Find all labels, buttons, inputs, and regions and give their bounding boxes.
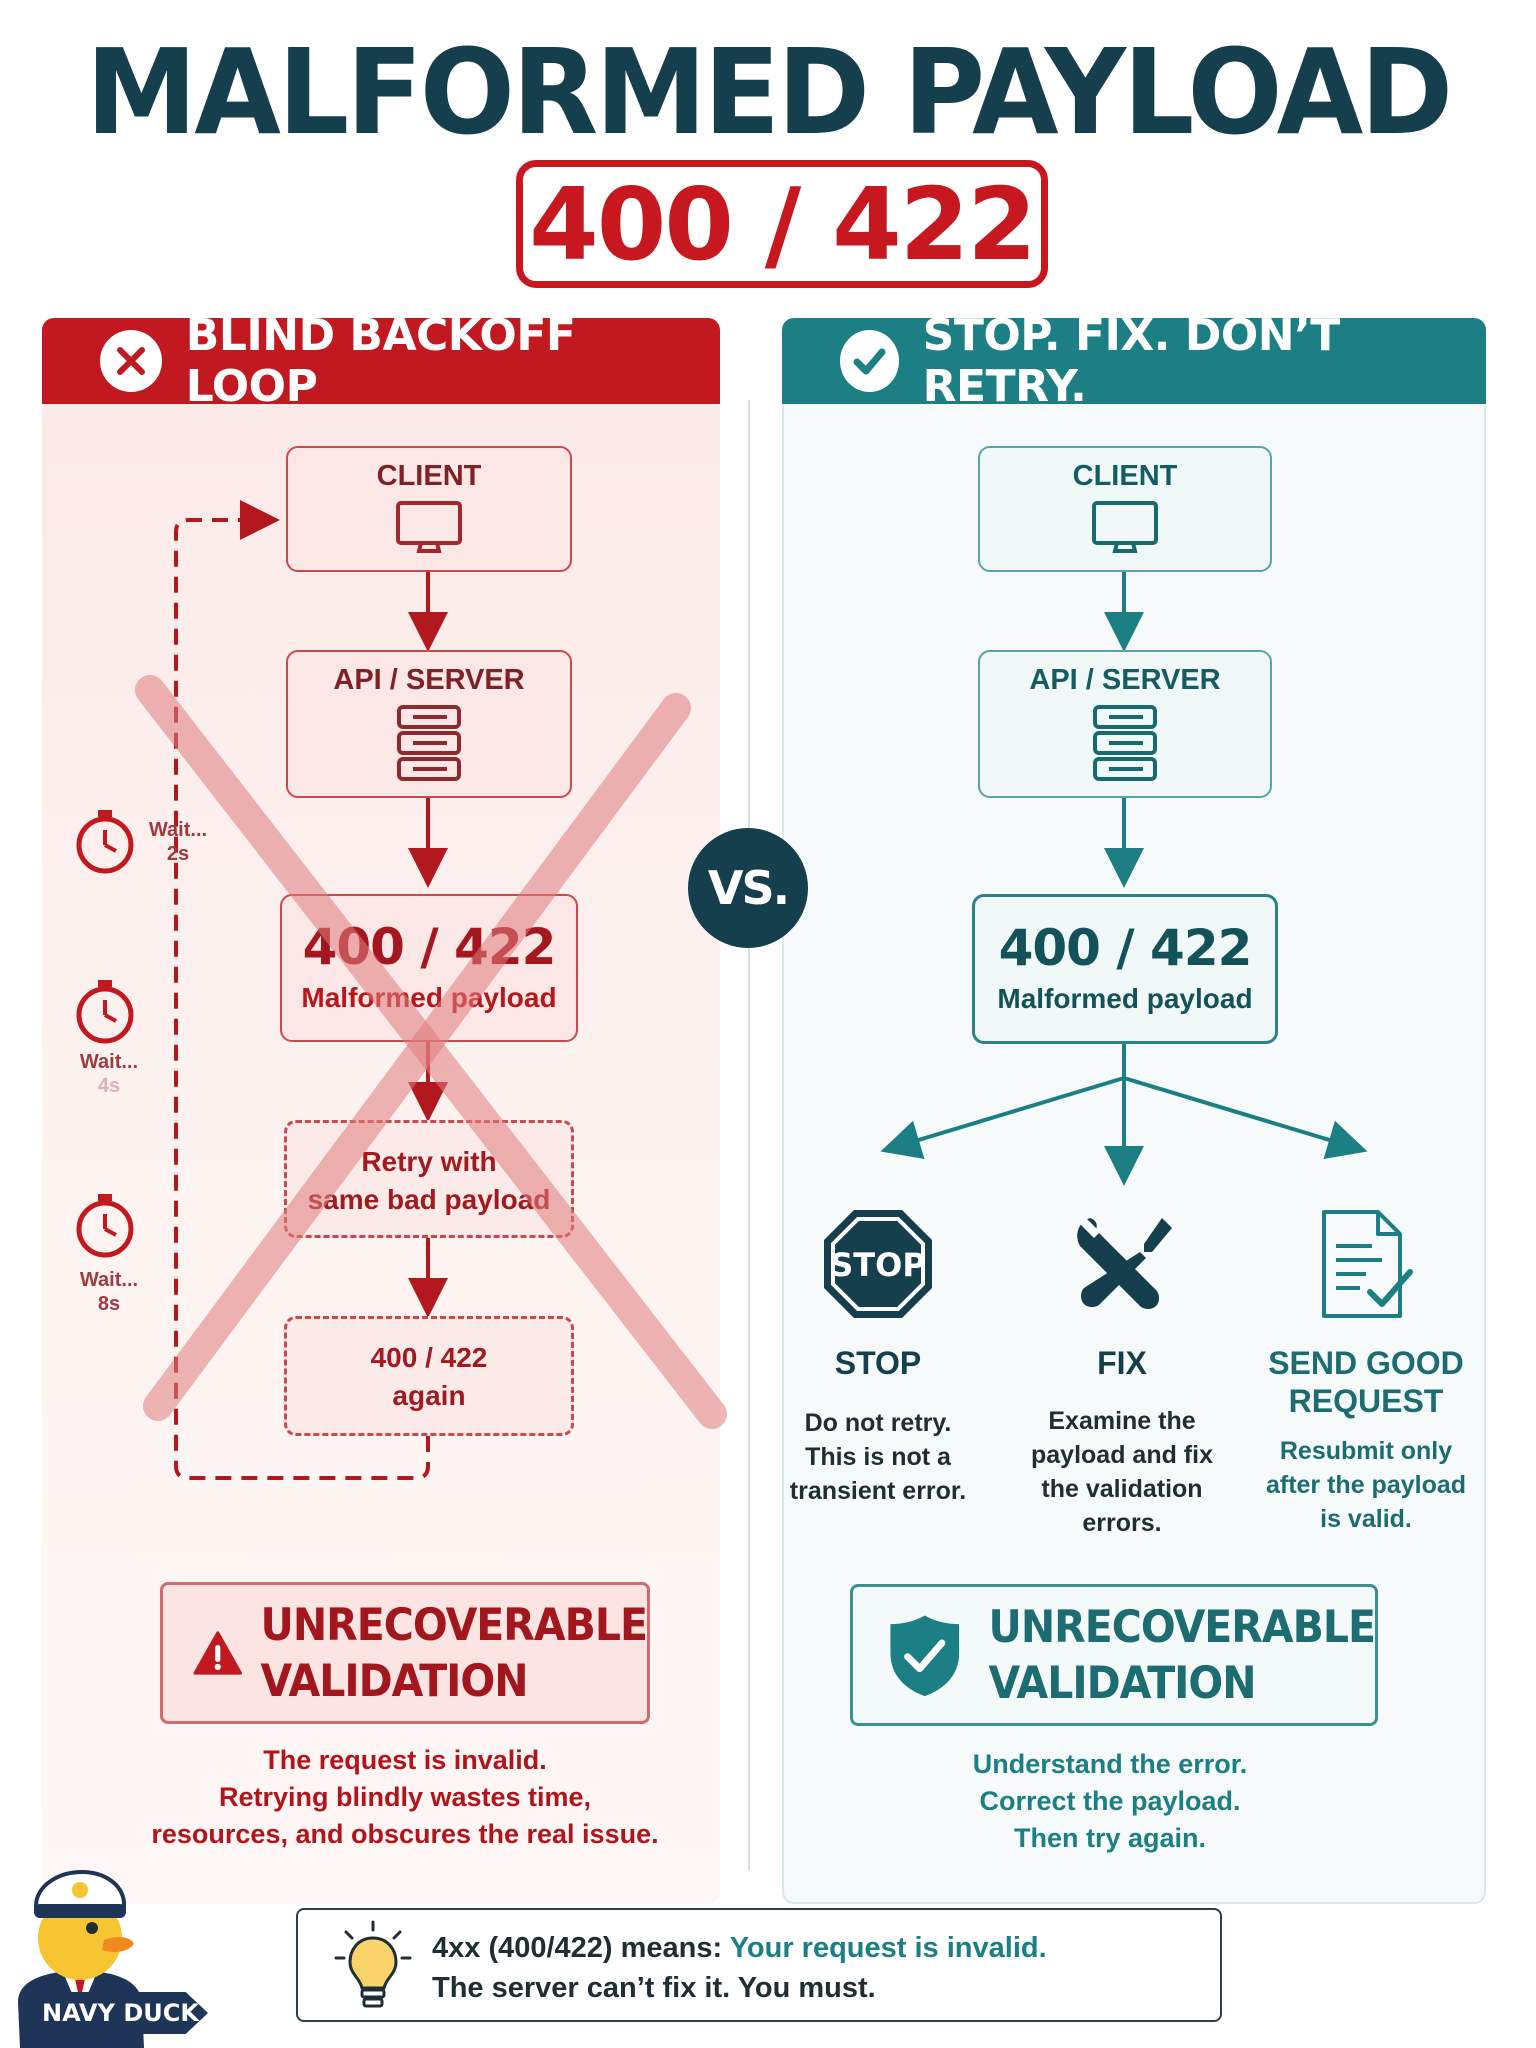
stopwatch-icon	[70, 806, 140, 876]
stop-sign-icon: STOP	[824, 1210, 932, 1318]
stopwatch-icon	[70, 1190, 140, 1260]
warning-line-2: VALIDATION	[260, 1655, 529, 1707]
right-server-node: API / SERVER	[978, 650, 1272, 798]
retry-line-1: Retry with	[361, 1146, 497, 1177]
option-send-title: SEND GOOD REQUEST	[1268, 1345, 1464, 1419]
timer-3-label: Wait...8s	[79, 1269, 139, 1315]
vs-badge: VS.	[688, 828, 808, 948]
tip-text: 4xx (400/422) means: Your request is inv…	[432, 1932, 1047, 2004]
right-error-node: 400 / 422 Malformed payload	[972, 894, 1278, 1044]
retry-line-2: same bad payload	[307, 1184, 551, 1215]
stopwatch-icon	[70, 976, 140, 1046]
monitor-icon	[396, 501, 462, 553]
server-icon	[397, 705, 461, 781]
document-check-icon	[1322, 1210, 1413, 1318]
right-bottom-desc: Understand the error. Correct the payloa…	[972, 1749, 1248, 1853]
monitor-icon	[1092, 501, 1158, 553]
again-code: 400 / 422	[370, 1342, 488, 1373]
left-client-node: CLIENT	[286, 446, 572, 572]
left-error-code: 400 / 422	[302, 918, 557, 976]
left-error-node: 400 / 422 Malformed payload	[280, 894, 578, 1042]
panel-divider	[748, 400, 750, 1870]
shield-check-icon	[890, 1615, 960, 1697]
right-flow-connectors	[880, 572, 1368, 1186]
wrench-screwdriver-icon	[1077, 1218, 1172, 1309]
validation-success-box: UNRECOVERABLE VALIDATION	[850, 1584, 1378, 1726]
timer-2-label: Wait...4s	[79, 1051, 139, 1097]
check-circle-icon	[840, 330, 899, 392]
tip-bar: 4xx (400/422) means: Your request is inv…	[296, 1908, 1222, 2022]
right-error-code: 400 / 422	[998, 919, 1253, 977]
right-client-node: CLIENT	[978, 446, 1272, 572]
right-client-label: CLIENT	[1072, 460, 1178, 492]
option-send-desc: Resubmit only after the payload is valid…	[1265, 1437, 1467, 1533]
lightbulb-icon	[334, 1920, 412, 2008]
left-panel-title: BLIND BACKOFF LOOP	[185, 310, 576, 412]
again-node: 400 / 422 again	[284, 1316, 574, 1436]
right-server-label: API / SERVER	[1029, 664, 1221, 696]
server-icon	[1093, 705, 1157, 781]
success-line-2: VALIDATION	[988, 1657, 1257, 1709]
option-stop-desc: Do not retry. This is not a transient er…	[789, 1409, 967, 1505]
status-code-badge: 400 / 422	[516, 160, 1048, 288]
retry-node: Retry with same bad payload	[284, 1120, 574, 1238]
left-error-sub: Malformed payload	[301, 982, 557, 1013]
unrecoverable-warning-box: UNRECOVERABLE VALIDATION	[160, 1582, 650, 1724]
left-bottom-desc: The request is invalid. Retrying blindly…	[151, 1745, 659, 1849]
left-panel-header: BLIND BACKOFF LOOP	[42, 310, 720, 412]
navy-duck-mascot: NAVY DUCK	[0, 1842, 214, 2048]
status-code-text: 400 / 422	[529, 165, 1037, 283]
option-fix-title: FIX	[1097, 1345, 1147, 1381]
mascot-label: NAVY DUCK	[22, 1992, 208, 2034]
right-error-sub: Malformed payload	[997, 983, 1253, 1014]
page-title: MALFORMED PAYLOAD	[85, 24, 1453, 162]
right-panel-header: STOP. FIX. DON’T RETRY.	[782, 310, 1486, 412]
success-line-1: UNRECOVERABLE	[988, 1601, 1376, 1653]
svg-text:STOP: STOP	[830, 1246, 926, 1284]
option-fix-desc: Examine the payload and fix the validati…	[1031, 1407, 1213, 1537]
left-client-label: CLIENT	[376, 460, 482, 492]
left-server-label: API / SERVER	[333, 664, 525, 696]
right-panel-title: STOP. FIX. DON’T RETRY.	[922, 310, 1341, 412]
option-stop-title: STOP	[834, 1345, 922, 1381]
timer-1-label: Wait...2s	[148, 819, 208, 865]
warning-triangle-icon	[193, 1631, 243, 1675]
warning-line-1: UNRECOVERABLE	[260, 1599, 648, 1651]
x-circle-icon	[100, 330, 162, 392]
again-sub: again	[392, 1380, 466, 1411]
left-server-node: API / SERVER	[286, 650, 572, 798]
